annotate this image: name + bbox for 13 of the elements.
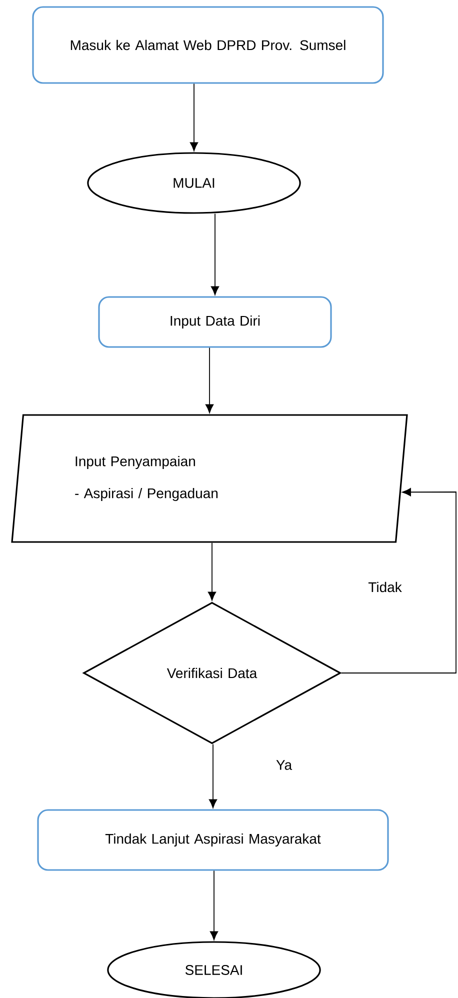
edge-label: Tidak [368, 582, 402, 592]
arrow [205, 347, 214, 414]
arrow [208, 744, 218, 808]
arrow [210, 213, 220, 296]
arrow [208, 542, 216, 601]
process-box: Tindak Lanjut Aspirasi Masyarakat [37, 809, 389, 871]
process-box: Masuk ke Alamat Web DPRD Prov. Sumsel [32, 6, 384, 84]
edge-label: Ya [276, 760, 292, 770]
input-parallelogram: Input Penyampaian - Aspirasi / Pengaduan [11, 414, 408, 543]
arrow [210, 870, 218, 940]
process-box: Input Data Diri [98, 296, 332, 348]
arrow [190, 83, 198, 152]
arrow [340, 488, 456, 674]
